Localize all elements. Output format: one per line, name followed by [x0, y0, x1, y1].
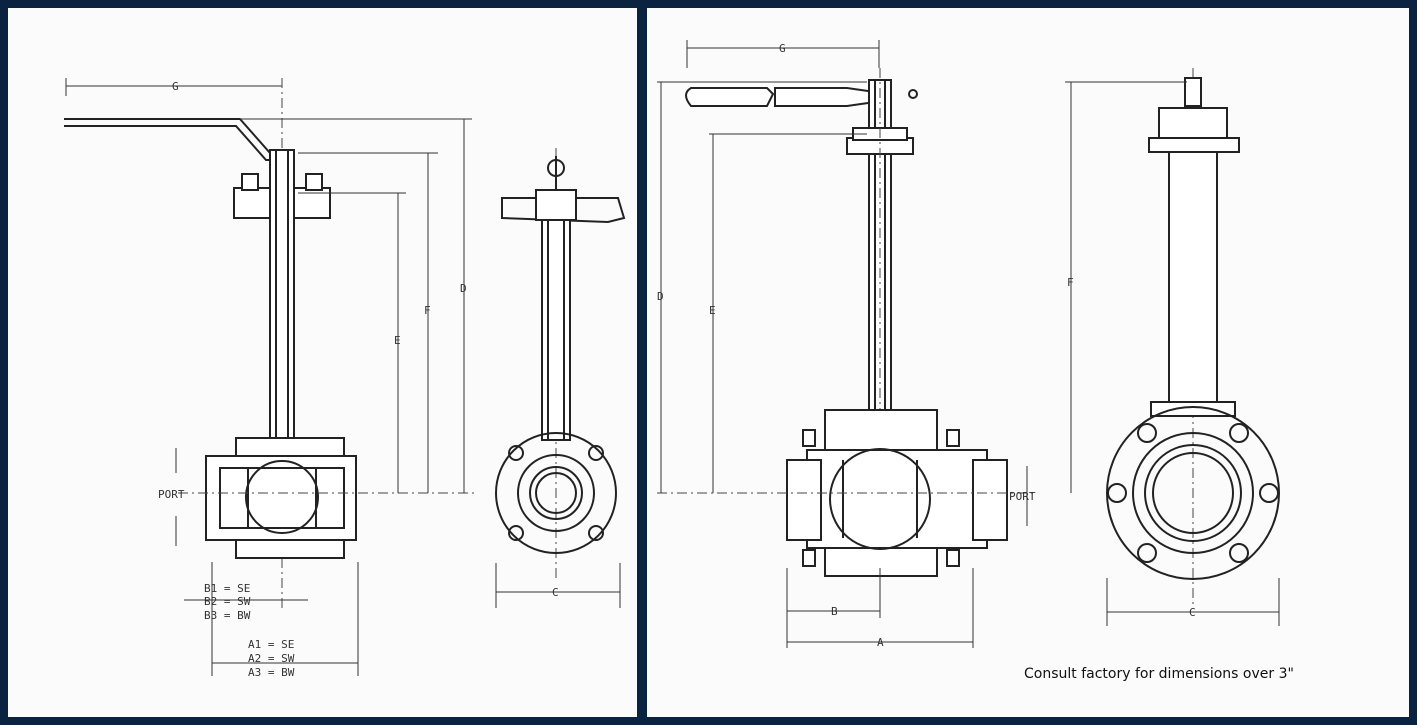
dim-c-label: C	[552, 586, 559, 599]
dim-f-label-right: F	[1067, 276, 1074, 289]
dim-g-label: G	[172, 80, 179, 93]
left-valve-drawing: G PORT E F D B1 = SE B2 = SW B3 = BW A1 …	[64, 78, 626, 679]
dim-d-label: D	[460, 282, 467, 295]
dimension-note: Consult factory for dimensions over 3"	[1024, 666, 1294, 682]
dim-d-label-right: D	[657, 290, 664, 303]
a2-label: A2 = SW	[248, 652, 295, 665]
right-valve-drawing: G D E PORT B A F	[657, 40, 1280, 649]
right-valve-drawing-panel: G D E PORT B A F	[647, 8, 1409, 717]
left-valve-drawing-panel: G PORT E F D B1 = SE B2 = SW B3 = BW A1 …	[8, 8, 637, 717]
dim-e-label-right: E	[709, 304, 716, 317]
port-label-right: PORT	[1009, 490, 1036, 503]
dim-a-label-right: A	[877, 636, 884, 649]
lever-handle-right	[685, 87, 775, 107]
dim-c-label-right: C	[1189, 606, 1196, 619]
dim-f-label: F	[424, 304, 431, 317]
dim-e-label: E	[394, 334, 401, 347]
b3-label: B3 = BW	[204, 609, 251, 622]
dim-b-label-right: B	[831, 605, 838, 618]
b1-label: B1 = SE	[204, 582, 250, 595]
a1-label: A1 = SE	[248, 638, 294, 651]
dim-g-label-right: G	[779, 42, 786, 55]
b2-label: B2 = SW	[204, 595, 251, 608]
a3-label: A3 = BW	[248, 666, 295, 679]
port-label: PORT	[158, 488, 185, 501]
